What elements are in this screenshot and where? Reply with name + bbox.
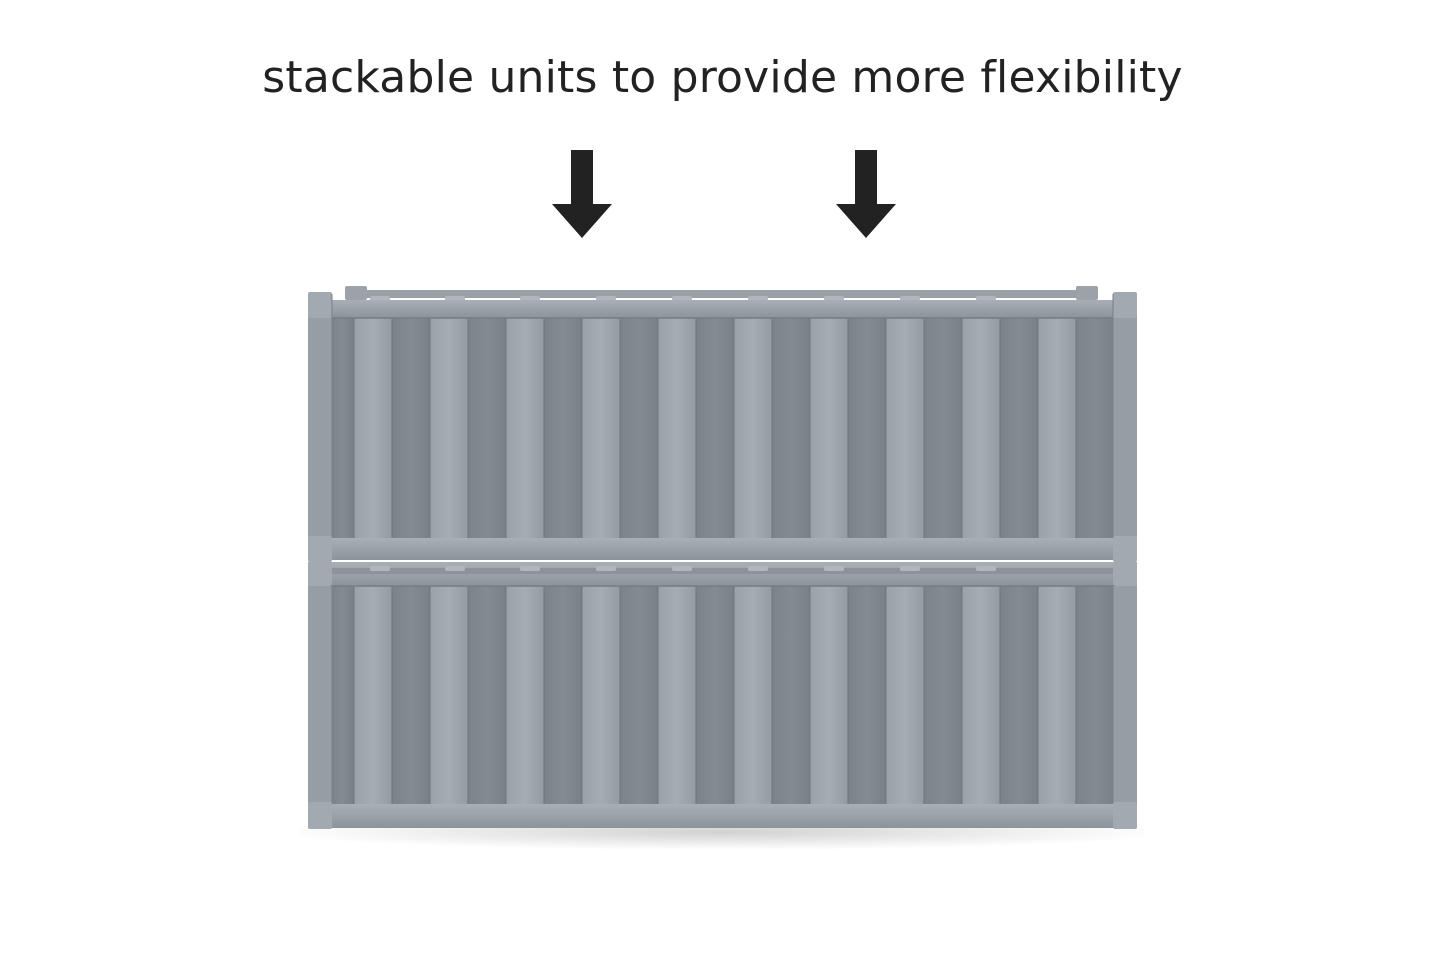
headline: stackable units to provide more flexibil…: [262, 52, 1183, 103]
planter-stack-illustration: [300, 286, 1145, 850]
arrow-down-icon: [552, 150, 612, 238]
planter-box-bottom: [308, 562, 1137, 829]
arrow-down-icon: [836, 150, 896, 238]
planter-box-top: [308, 286, 1137, 562]
